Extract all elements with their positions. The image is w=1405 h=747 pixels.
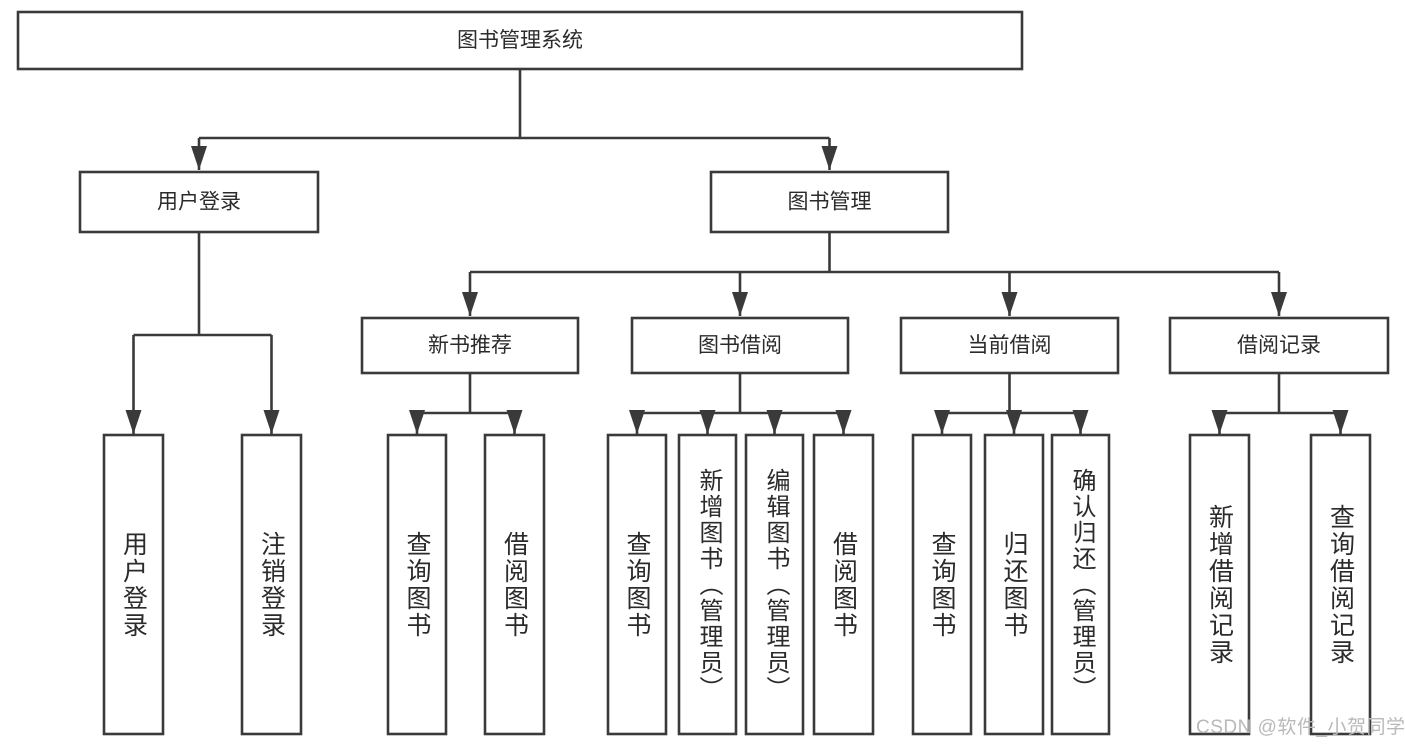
level3-node-box: [360, 316, 580, 375]
leaf-node-box: [812, 433, 875, 736]
level3-node-label: 图书借阅: [698, 334, 782, 357]
leaf-node-box: [102, 433, 165, 736]
level3-node-box: [899, 316, 1120, 375]
arrow-head: [125, 410, 142, 434]
arrow-head: [191, 146, 207, 170]
leaf-node-box: [983, 433, 1045, 736]
level3-node-label: 借阅记录: [1237, 334, 1321, 357]
csdn-watermark: CSDN @软件_小贺同学: [1196, 717, 1405, 738]
leaf-node-box: [677, 433, 738, 736]
arrow-head: [1271, 292, 1287, 316]
level3-node-box: [630, 316, 850, 375]
level3-node-box: [1168, 316, 1390, 375]
arrow-head: [934, 410, 950, 434]
root-node-label: 图书管理系统: [457, 29, 583, 52]
level2-node-label: 图书管理: [788, 191, 872, 214]
arrow-head: [1006, 410, 1022, 434]
leaf-node-box: [386, 433, 448, 736]
leaf-node-box: [1309, 433, 1372, 736]
arrow-head: [409, 410, 425, 434]
arrow-head: [1211, 410, 1228, 434]
leaf-node-box: [606, 433, 668, 736]
arrow-head: [462, 292, 478, 316]
level2-node-box: [709, 170, 950, 234]
leaf-node-box: [911, 433, 973, 736]
leaf-node-box: [240, 433, 303, 736]
arrow-head: [1332, 410, 1349, 434]
edges-layer: [125, 69, 1349, 434]
arrow-head: [821, 146, 838, 170]
arrow-head: [1001, 292, 1018, 316]
level2-node-box: [78, 170, 320, 234]
leaf-node-box: [483, 433, 546, 736]
leaf-node-box: [1050, 433, 1111, 736]
level3-node-label: 新书推荐: [428, 334, 512, 357]
boxes-layer: [16, 10, 1390, 736]
arrow-head: [506, 410, 523, 434]
root-node-box: [16, 10, 1024, 71]
arrow-head: [263, 410, 280, 434]
leaf-node-box: [1188, 433, 1251, 736]
arrow-head: [835, 410, 852, 434]
leaf-node-box: [744, 433, 805, 736]
arrow-head: [629, 410, 645, 434]
level3-node-label: 当前借阅: [968, 334, 1052, 357]
arrow-head: [732, 292, 748, 316]
level2-node-label: 用户登录: [157, 191, 241, 214]
arrow-head: [1072, 410, 1089, 434]
arrow-head: [766, 410, 783, 434]
arrow-head: [699, 410, 716, 434]
